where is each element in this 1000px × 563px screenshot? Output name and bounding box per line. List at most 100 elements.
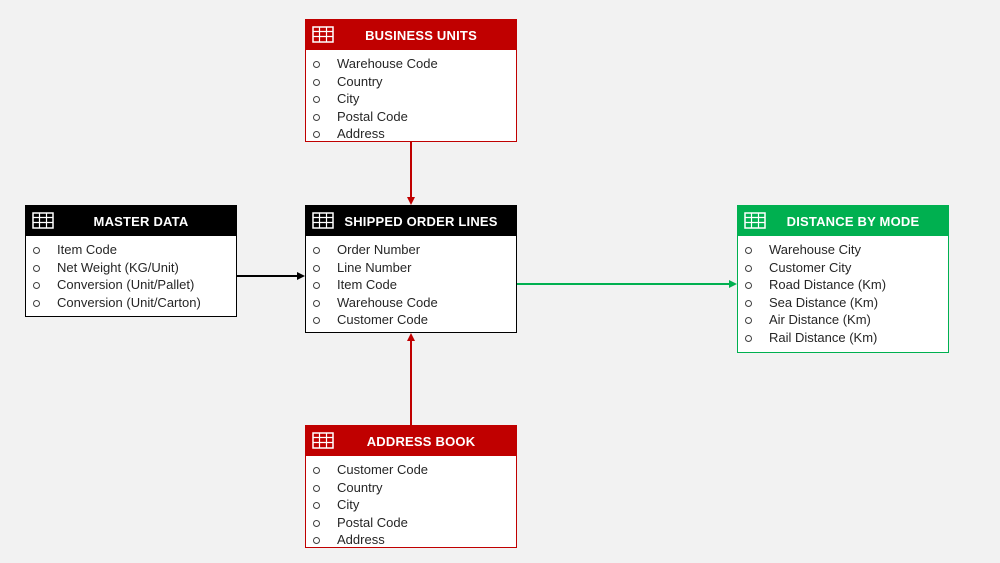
address-book-table: ADDRESS BOOK Customer Code Country City …: [305, 425, 517, 548]
bullet-icon: [33, 247, 40, 254]
field-label: Conversion (Unit/Carton): [57, 294, 201, 310]
field-item: Warehouse Code: [306, 55, 516, 73]
table-title: DISTANCE BY MODE: [786, 213, 920, 229]
field-label: Customer City: [769, 259, 852, 275]
master-data-header: MASTER DATA: [26, 206, 236, 236]
bullet-icon: [313, 299, 320, 307]
bullet-icon: [313, 264, 320, 272]
bullet-icon: [33, 282, 40, 290]
field-label: City: [337, 497, 360, 513]
field-label: Sea Distance (Km): [769, 294, 879, 310]
field-label: Road Distance (Km): [769, 277, 887, 293]
field-item: Customer City: [738, 259, 948, 277]
field-label: Address: [337, 532, 385, 548]
field-label: Country: [337, 479, 383, 495]
field-item: Net Weight (KG/Unit): [26, 259, 236, 277]
field-item: Warehouse Code: [306, 294, 516, 312]
table-icon: [312, 212, 334, 229]
bullet-icon: [313, 502, 320, 510]
field-list: Warehouse Code Country City Postal Code …: [306, 50, 516, 147]
table-title: SHIPPED ORDER LINES: [344, 213, 498, 229]
bullet-icon: [313, 484, 320, 492]
field-item: Conversion (Unit/Carton): [26, 294, 236, 312]
field-item: Item Code: [26, 241, 236, 259]
bullet-icon: [313, 467, 320, 474]
bullet-icon: [313, 317, 320, 325]
field-label: Conversion (Unit/Pallet): [57, 277, 195, 293]
field-list: Customer Code Country City Postal Code A…: [306, 456, 516, 553]
field-item: Line Number: [306, 259, 516, 277]
bullet-icon: [313, 537, 320, 545]
table-title: ADDRESS BOOK: [366, 433, 476, 449]
address-book-header: ADDRESS BOOK: [306, 426, 516, 456]
field-list: Warehouse City Customer City Road Distan…: [738, 236, 948, 351]
bullet-icon: [313, 78, 320, 86]
field-item: Postal Code: [306, 108, 516, 126]
field-item: Warehouse City: [738, 241, 948, 259]
field-label: Line Number: [337, 259, 412, 275]
field-item: Country: [306, 479, 516, 497]
bullet-icon: [745, 317, 752, 325]
field-label: Net Weight (KG/Unit): [57, 259, 179, 275]
field-item: Order Number: [306, 241, 516, 259]
bullet-icon: [313, 113, 320, 121]
field-label: Country: [337, 73, 383, 89]
field-item: Air Distance (Km): [738, 311, 948, 329]
field-item: Rail Distance (Km): [738, 329, 948, 347]
bullet-icon: [745, 282, 752, 290]
field-label: Customer Code: [337, 312, 429, 328]
distance-by-mode-table: DISTANCE BY MODE Warehouse City Customer…: [737, 205, 949, 353]
field-label: Item Code: [57, 242, 117, 257]
bullet-icon: [313, 131, 320, 139]
field-item: City: [306, 496, 516, 514]
field-item: City: [306, 90, 516, 108]
field-item: Item Code: [306, 276, 516, 294]
field-label: Postal Code: [337, 514, 408, 530]
field-item: Postal Code: [306, 514, 516, 532]
field-item: Address: [306, 125, 516, 143]
business-units-header: BUSINESS UNITS: [306, 20, 516, 50]
bullet-icon: [33, 299, 40, 307]
field-label: Warehouse Code: [337, 294, 438, 310]
field-label: Customer Code: [337, 462, 429, 477]
field-list: Item Code Net Weight (KG/Unit) Conversio…: [26, 236, 236, 315]
field-item: Sea Distance (Km): [738, 294, 948, 312]
field-item: Road Distance (Km): [738, 276, 948, 294]
field-label: Item Code: [337, 277, 397, 293]
field-item: Address: [306, 531, 516, 549]
bullet-icon: [313, 519, 320, 527]
bullet-icon: [313, 282, 320, 290]
field-label: City: [337, 91, 360, 107]
bullet-icon: [313, 96, 320, 104]
field-label: Address: [337, 126, 385, 142]
master-data-table: MASTER DATA Item Code Net Weight (KG/Uni…: [25, 205, 237, 317]
table-icon: [312, 432, 334, 449]
bullet-icon: [745, 334, 752, 342]
bullet-icon: [313, 61, 320, 68]
field-label: Postal Code: [337, 108, 408, 124]
field-label: Rail Distance (Km): [769, 329, 878, 345]
table-icon: [32, 212, 54, 229]
bullet-icon: [33, 264, 40, 272]
table-icon: [312, 26, 334, 43]
distance-by-mode-header: DISTANCE BY MODE: [738, 206, 948, 236]
field-item: Customer Code: [306, 461, 516, 479]
bullet-icon: [745, 264, 752, 272]
bullet-icon: [745, 247, 752, 254]
table-icon: [744, 212, 766, 229]
field-list: Order Number Line Number Item Code Wareh…: [306, 236, 516, 333]
table-title: MASTER DATA: [93, 213, 189, 229]
field-label: Air Distance (Km): [769, 312, 871, 328]
bullet-icon: [745, 299, 752, 307]
field-label: Order Number: [337, 242, 421, 257]
field-label: Warehouse City: [769, 242, 861, 257]
field-item: Country: [306, 73, 516, 91]
table-title: BUSINESS UNITS: [365, 27, 477, 43]
field-item: Conversion (Unit/Pallet): [26, 276, 236, 294]
shipped-order-lines-table: SHIPPED ORDER LINES Order Number Line Nu…: [305, 205, 517, 333]
field-label: Warehouse Code: [337, 56, 438, 71]
business-units-table: BUSINESS UNITS Warehouse Code Country Ci…: [305, 19, 517, 142]
bullet-icon: [313, 247, 320, 254]
field-item: Customer Code: [306, 311, 516, 329]
shipped-order-lines-header: SHIPPED ORDER LINES: [306, 206, 516, 236]
